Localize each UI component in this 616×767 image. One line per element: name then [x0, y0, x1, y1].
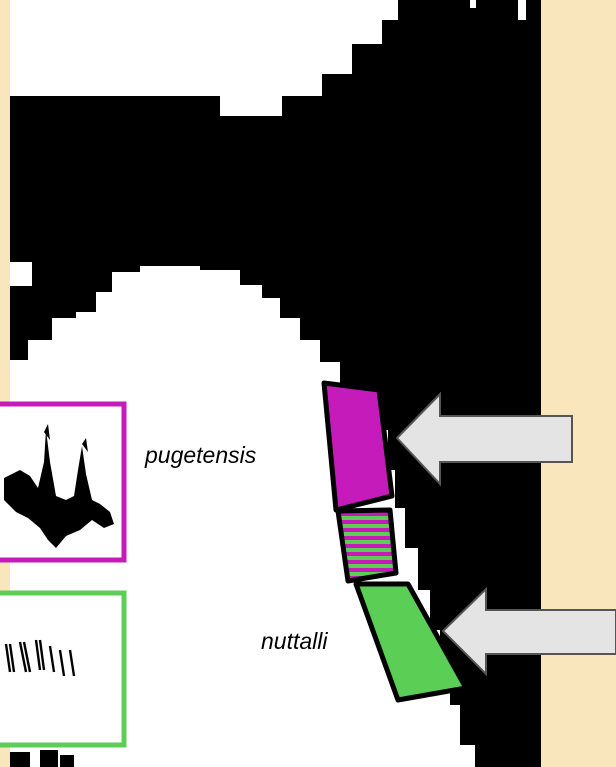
map-land	[10, 752, 30, 767]
map-land	[10, 0, 541, 767]
nuttalli-spectrogram-panel	[0, 590, 127, 748]
range-bar	[321, 380, 469, 703]
nuttalli-range-segment	[353, 581, 469, 703]
spectrogram-icon	[4, 639, 76, 677]
map-land	[40, 750, 58, 767]
nuttalli-label: nuttalli	[261, 628, 328, 654]
spectrogram-icon	[4, 424, 114, 548]
map-land	[60, 755, 74, 767]
pugetensis-label: pugetensis	[144, 442, 257, 468]
map-water-notch	[470, 0, 476, 8]
hybrid-zone-segment	[335, 507, 399, 584]
map-water-notch	[518, 0, 526, 20]
arrow-left-icon	[441, 586, 616, 677]
pugetensis-range-segment	[321, 380, 395, 513]
arrow-left-icon	[395, 391, 573, 487]
pugetensis-spectrogram-panel	[0, 401, 127, 563]
